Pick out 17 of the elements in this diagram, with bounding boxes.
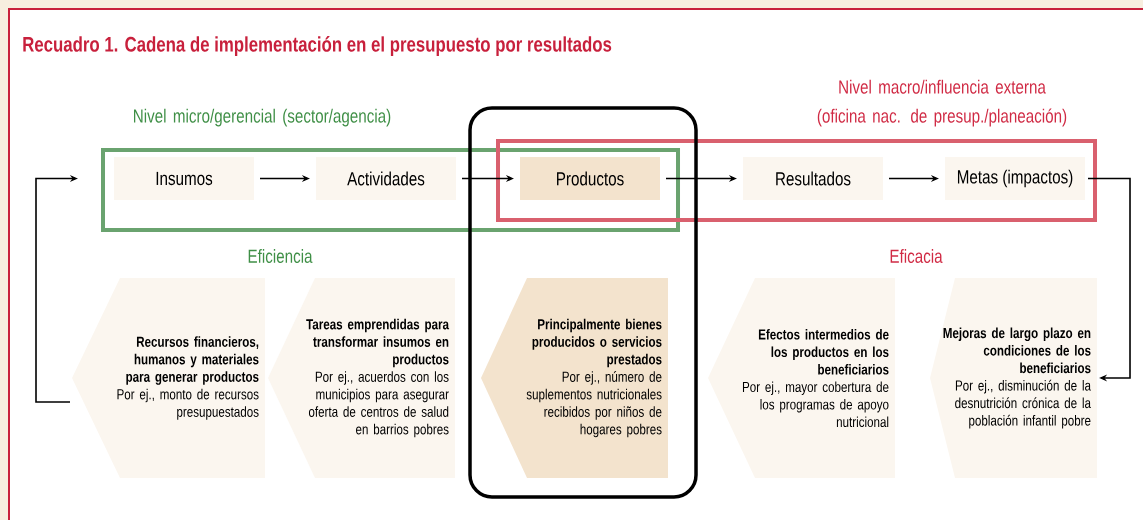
stage-box: Productos (520, 157, 660, 200)
chevron-box: Mejoras de largo plazo en condiciones de los beneficiarios Por ej., disminución de la desnutrición crónica de la población infantil pobre (930, 278, 1097, 478)
group-heading: Nivel micro/gerencial (sector/agencia) (134, 108, 391, 127)
section-label: Eficacia (890, 249, 943, 263)
group-heading: Nivel macro/influencia externa (oficina nac. de presup./planeación) (817, 79, 1067, 127)
arrow (1087, 177, 1131, 382)
rounded-frame (468, 106, 698, 499)
stage-box: Metas (impactos) (945, 157, 1085, 200)
title: Recuadro 1. Cadena de implementación en el presupuesto por resultados (23, 36, 612, 56)
stage-box: Actividades (316, 157, 456, 200)
stage-box: Resultados (743, 157, 883, 200)
chevron-box: Recursos financieros, humanos y materiales para generar productos Por ej., monto de recursos presupuestados (72, 278, 265, 478)
section-label: Eficiencia (248, 249, 313, 263)
chevron-box: Tareas emprendidas para transformar insumos en productos Por ej., acuerdos con los municipios para asegurar oferta de centros de salud en barrios pobres (268, 278, 455, 478)
chevron-box: Principalmente bienes producidos o servicios prestados Por ej., número de suplementos nutricionales recibidos por niños de hogares pobres (481, 278, 668, 478)
stage-box: Insumos (114, 157, 254, 200)
chevron-box: Efectos intermedios de los productos en los beneficiarios Por ej., mayor cobertura de los programas de apoyo nutricional (708, 278, 895, 478)
